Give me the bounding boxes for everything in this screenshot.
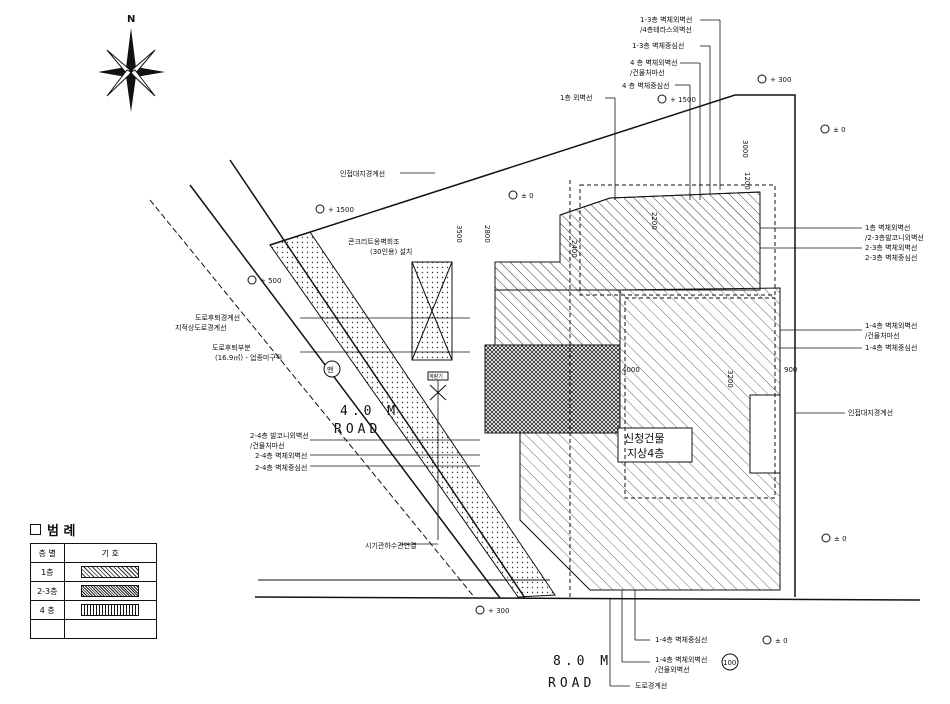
dim-1500a: + 1500 — [670, 96, 696, 104]
label-20: 1층 벽체외벽선 — [865, 223, 910, 232]
label-25: /건물처마선 — [865, 331, 900, 340]
label-3: 1-3층 벽체중심선 — [632, 41, 684, 50]
legend-row: 2-3층 — [30, 581, 158, 601]
label-5: /건물처마선 — [630, 68, 665, 77]
label-10: (30인용) 설치 — [370, 247, 412, 256]
legend-table: 층 별 기 호 1층 2-3층 4 층 — [30, 543, 158, 639]
legend-swatch — [81, 585, 140, 597]
label-2: /4층테라스외벽선 — [640, 25, 692, 34]
building-footprint: 신청건물 지상4층 — [411, 191, 781, 591]
label-15: 2-4층 발코니외벽선 — [250, 431, 309, 440]
dim-3000: 3000 — [741, 140, 749, 158]
legend-row: 4 층 — [30, 600, 158, 620]
dim-3200: 3200 — [726, 370, 734, 388]
label-31: 도로경계선 — [635, 681, 667, 690]
label-27: 인접대지경계선 — [848, 408, 893, 417]
label-1: 1-3층 벽체외벽선 — [640, 15, 692, 24]
label-12: 지적상도로경계선 — [175, 323, 227, 332]
legend-square-icon — [30, 524, 41, 535]
dim-300b: + 300 — [488, 607, 509, 615]
road-a-name: ROAD — [334, 422, 381, 437]
dim-4000: 4000 — [622, 366, 640, 374]
elevation-markers: + 300 + 1500 + 1500 + 500 ± 0 ± 0 ± 0 ± … — [247, 74, 847, 671]
legend-row: 1층 — [30, 562, 158, 582]
legend: 범 례 층 별 기 호 1층 2-3층 4 층 — [30, 520, 158, 639]
dim-1200: 1200 — [743, 172, 751, 190]
dim-3500: 3500 — [455, 225, 463, 243]
dim-2800: 2800 — [483, 225, 491, 243]
label-8: 인접대지경계선 — [340, 169, 385, 178]
label-7: 1층 외벽선 — [560, 93, 592, 102]
legend-swatch — [81, 566, 140, 578]
label-26: 1-4층 벽체중심선 — [865, 343, 917, 352]
north-arrow-icon: N — [98, 14, 165, 112]
dim-1500b: + 1500 — [328, 206, 354, 214]
dim-2400: 2400 — [570, 240, 578, 258]
mark-a: 맨 — [327, 365, 333, 374]
dimension-texts: 3000 1200 2400 3500 2800 2200 3200 900 4… — [455, 140, 797, 388]
site-boundary — [269, 94, 796, 597]
road-b-width: 8.0 M — [553, 654, 612, 669]
dim-2200: 2200 — [650, 212, 658, 230]
dim-500: + 500 — [260, 277, 281, 285]
road-b-name: ROAD — [548, 676, 595, 691]
legend-col-floor: 층 별 — [30, 543, 65, 563]
label-4: 4 층 벽체외벽선 — [630, 58, 678, 67]
mark-b: 100 — [723, 659, 736, 667]
label-11: 도로후퇴경계선 — [195, 313, 240, 322]
wall-center-lines — [569, 180, 776, 600]
label-22: 2-3층 벽체외벽선 — [865, 243, 917, 252]
label-21: /2-3층발코니외벽선 — [865, 233, 924, 242]
label-9: 콘크리트옹벽회조 — [348, 237, 400, 246]
building-subtitle: 지상4층 — [627, 447, 664, 460]
north-label: N — [127, 14, 135, 25]
label-18: 2-4층 벽체중심선 — [255, 463, 307, 472]
road-a-width: 4.0 M — [340, 404, 399, 419]
label-24: 1-4층 벽체외벽선 — [865, 321, 917, 330]
building-title: 신청건물 — [624, 432, 664, 445]
label-6: 4 층 벽체중심선 — [622, 81, 670, 90]
label-19: 시기관하수관연결 — [365, 541, 417, 550]
label-23: 2-3층 벽체중심선 — [865, 253, 917, 262]
legend-swatch — [81, 604, 140, 616]
label-30: /건물외벽선 — [655, 665, 690, 674]
annotation-labels: 1-3층 벽체외벽선 /4층테라스외벽선 1-3층 벽체중심선 4 층 벽체외벽… — [175, 15, 924, 690]
dim-0d: ± 0 — [775, 637, 788, 645]
label-14: (16.9㎡) - 업종미구적 — [215, 353, 282, 362]
label-17: 2-4층 벽체외벽선 — [255, 451, 307, 460]
legend-floor: 4 층 — [30, 600, 65, 620]
legend-title-text: 범 례 — [47, 524, 76, 539]
legend-floor: 2-3층 — [30, 581, 65, 601]
dim-300a: + 300 — [770, 76, 791, 84]
meter-label: 계량기 — [429, 373, 443, 380]
label-16: /건물처마선 — [250, 441, 285, 450]
legend-col-symbol: 기 호 — [63, 543, 158, 563]
label-13: 도로후퇴부분 — [212, 343, 251, 352]
dim-0a: ± 0 — [521, 192, 534, 200]
label-28: 1-4층 벽체중심선 — [655, 635, 707, 644]
dim-900: 900 — [784, 366, 797, 374]
legend-title: 범 례 — [30, 520, 157, 539]
road-names: 4.0 M ROAD 8.0 M ROAD — [334, 404, 612, 691]
label-29: 1-4층 벽체외벽선 — [655, 655, 707, 664]
dim-0b: ± 0 — [833, 126, 846, 134]
dim-0c: ± 0 — [834, 535, 847, 543]
legend-floor: 1층 — [30, 562, 65, 582]
leader-lines — [300, 19, 862, 687]
legend-row — [30, 619, 158, 639]
